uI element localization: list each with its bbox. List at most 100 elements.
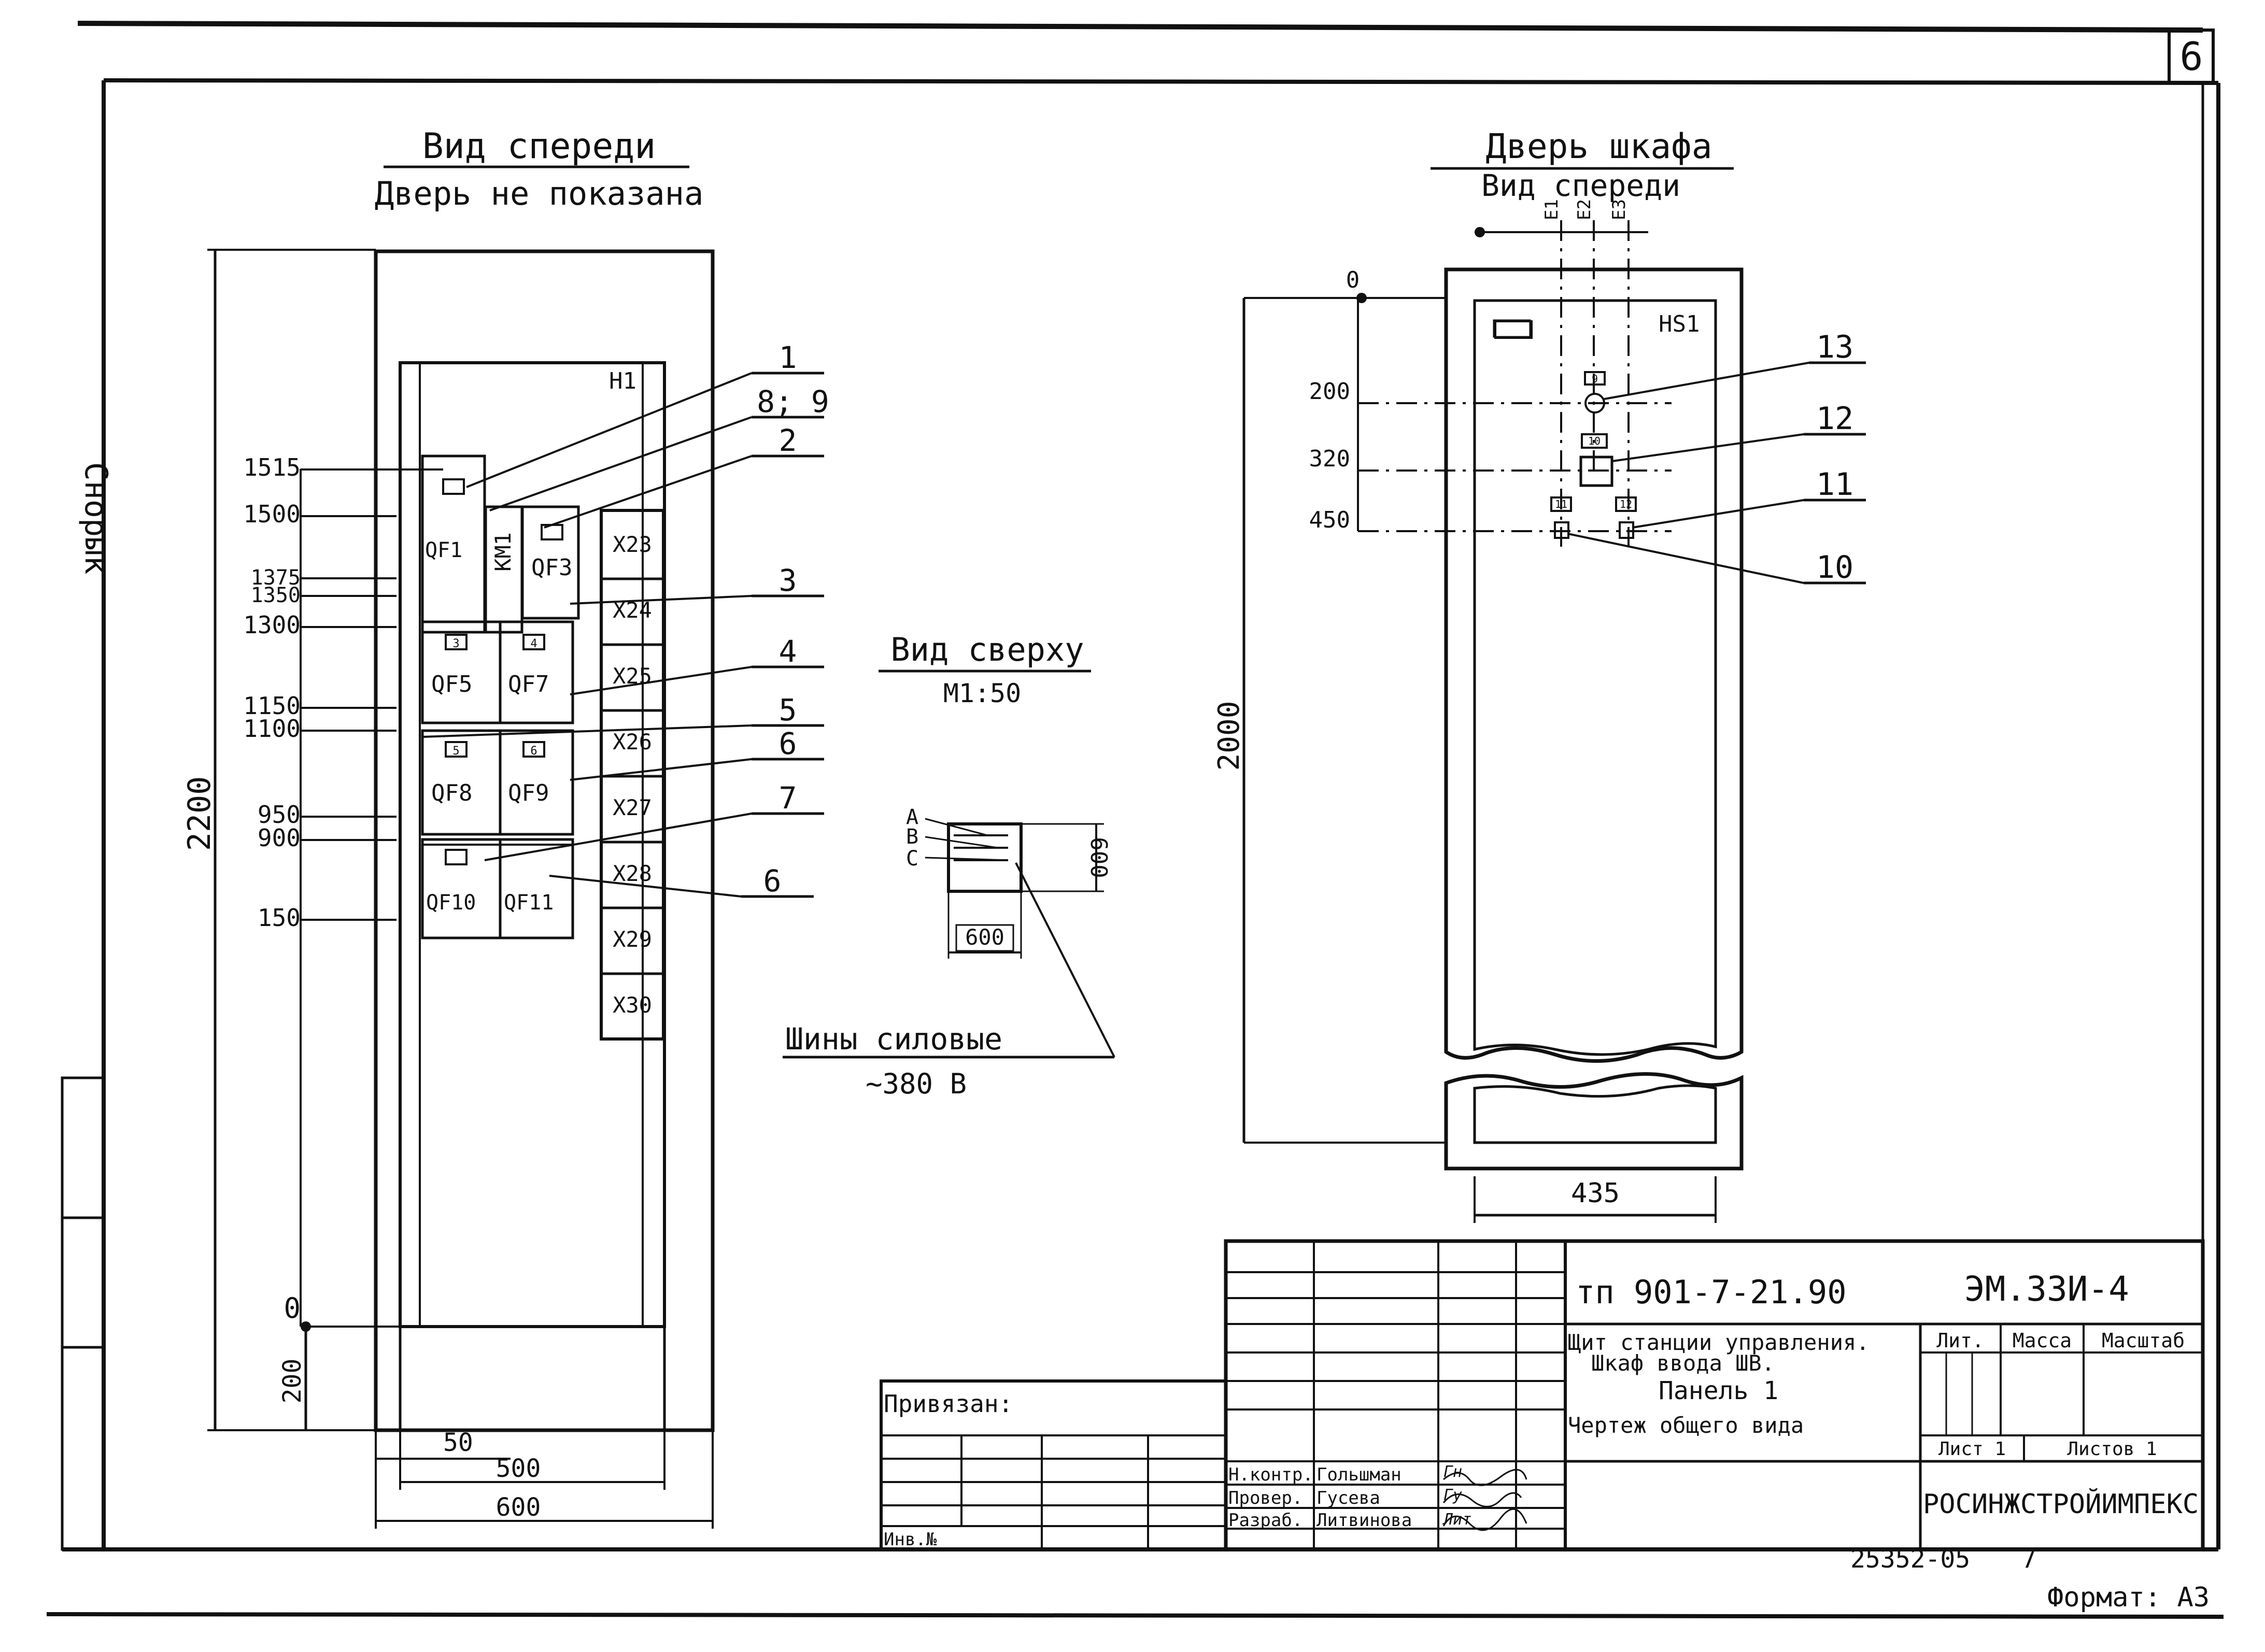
callout-4: 3 — [779, 563, 797, 598]
door-view: Дверь шкафа Вид спереди НS1 — [1242, 126, 1744, 1223]
callout-leader — [549, 875, 742, 898]
bus-label-c: С — [906, 847, 918, 871]
device-qf3: QF3 — [531, 554, 572, 581]
callout-leader — [570, 595, 752, 605]
doc-number: 25352-05 — [1850, 1545, 1970, 1574]
level-1100: 1100 — [243, 715, 301, 743]
name-gol: Гольшман — [1316, 1464, 1402, 1485]
device-km1: KM1 — [490, 532, 516, 572]
signatures — [1442, 1469, 1527, 1531]
col-lit: Лит. — [1936, 1329, 1984, 1352]
title-line-2: Шкаф ввода ШВ. — [1591, 1350, 1775, 1376]
dim-width-500: 500 — [496, 1454, 541, 1483]
top-view-width: 600 — [965, 924, 1004, 950]
dim-width-600: 600 — [496, 1493, 541, 1522]
callout-9: 6 — [763, 863, 782, 899]
level-900: 900 — [258, 824, 301, 852]
col-scale: Масштаб — [2102, 1329, 2185, 1352]
terminal-x27: X27 — [613, 795, 652, 820]
title-line-4: Чертеж общего вида — [1568, 1413, 1804, 1438]
door-level-200: 200 — [1309, 378, 1350, 405]
door-callout-13: 13 — [1816, 329, 1853, 365]
callout-7: 6 — [779, 726, 797, 761]
format-label: Формат: А3 — [2047, 1582, 2210, 1613]
door-callout-12: 12 — [1816, 401, 1853, 437]
door-tag-9: 9 — [1592, 373, 1598, 385]
bus-label-b: В — [906, 825, 918, 849]
title-block — [880, 1239, 2205, 1551]
door-tag-12: 12 — [1620, 498, 1632, 510]
bus-label-a: А — [906, 805, 918, 829]
door-view-callouts — [1567, 361, 1866, 585]
door-mark-e3: E3 — [1609, 199, 1630, 220]
front-view-subtitle: Дверь не показана — [375, 175, 704, 212]
door-mark-e1: E1 — [1541, 199, 1562, 220]
level-0: 0 — [284, 1292, 301, 1325]
door-view-subtitle: Вид спереди — [1481, 168, 1680, 203]
sig-3: Лит — [1442, 1511, 1471, 1529]
callout-2: 8; 9 — [757, 384, 829, 419]
role-n-kontr: Н.контр. — [1228, 1464, 1313, 1485]
dim-height-2200: 2200 — [181, 776, 218, 851]
role-prover: Провер. — [1228, 1488, 1303, 1508]
device-qf5: QF5 — [431, 671, 472, 697]
device-tag-3: 3 — [452, 637, 459, 650]
terminal-x23: X23 — [613, 532, 652, 557]
sheet-frame — [46, 21, 2224, 1619]
device-tag-5: 5 — [452, 745, 459, 758]
terminal-x26: X26 — [613, 729, 652, 754]
callout-leader — [544, 455, 752, 529]
door-width-435: 435 — [1571, 1178, 1620, 1209]
callout-leader — [570, 666, 752, 695]
door-height-2000: 2000 — [1212, 701, 1246, 771]
door-callout-11: 11 — [1816, 466, 1853, 503]
project-code: тп 901-7-21.90 — [1576, 1273, 1847, 1311]
sig-1: Гн — [1443, 1463, 1462, 1481]
door-panel-label: НS1 — [1659, 311, 1700, 337]
front-view-title: Вид спереди — [422, 126, 656, 167]
level-150: 150 — [258, 904, 301, 932]
sheets-label: Листов 1 — [2067, 1439, 2157, 1460]
level-1300: 1300 — [243, 611, 301, 639]
callout-8: 7 — [779, 780, 797, 816]
callout-leader — [466, 372, 752, 488]
title-line-1: Щит станции управления. — [1568, 1330, 1870, 1355]
top-view-scale: М1:50 — [943, 678, 1022, 708]
front-view-dimensions — [207, 249, 714, 1529]
sig-2: Гу — [1443, 1486, 1462, 1504]
terminal-x28: X28 — [613, 861, 652, 886]
door-view-title: Дверь шкафа — [1485, 126, 1712, 166]
top-view-depth: 600 — [1085, 837, 1112, 878]
level-1150: 1150 — [243, 692, 301, 720]
device-qf7: QF7 — [508, 671, 549, 697]
bus-voltage: ~380 В — [866, 1067, 967, 1100]
level-950: 950 — [258, 801, 301, 829]
door-level-0: 0 — [1346, 267, 1360, 293]
callout-leader — [570, 758, 752, 781]
door-mark-e2: E2 — [1574, 199, 1595, 220]
dim-base-200: 200 — [278, 1359, 307, 1404]
front-view: Вид спереди Дверь не показана Н1 — [374, 126, 715, 1432]
callout-1: 1 — [779, 340, 797, 375]
door-tag-11: 11 — [1555, 498, 1567, 510]
name-litvinova: Литвинова — [1316, 1510, 1412, 1531]
col-mass: Масса — [2013, 1329, 2072, 1352]
terminal-x29: X29 — [613, 927, 652, 952]
top-view: Вид сверху М1:50 — [783, 631, 1115, 1059]
callout-leader — [489, 416, 752, 511]
terminal-x30: X30 — [613, 992, 652, 1018]
door-tag-10: 10 — [1588, 435, 1601, 447]
device-qf10: QF10 — [426, 891, 476, 915]
device-tag-6: 6 — [530, 745, 537, 758]
doc-suffix: 7 — [2021, 1545, 2036, 1574]
callout-3: 2 — [779, 423, 797, 458]
level-1350: 1350 — [251, 583, 301, 607]
name-guseva: Гусева — [1316, 1488, 1380, 1508]
drawing-code: ЭМ.33И-4 — [1964, 1269, 2129, 1309]
organization: РОСИНЖСТРОЙИМПЕКС — [1923, 1488, 2199, 1520]
role-razrab: Разраб. — [1228, 1510, 1303, 1531]
bus-note: Шины силовые — [785, 1021, 1002, 1057]
callout-6: 5 — [779, 692, 797, 728]
device-tag-4: 4 — [530, 637, 537, 650]
